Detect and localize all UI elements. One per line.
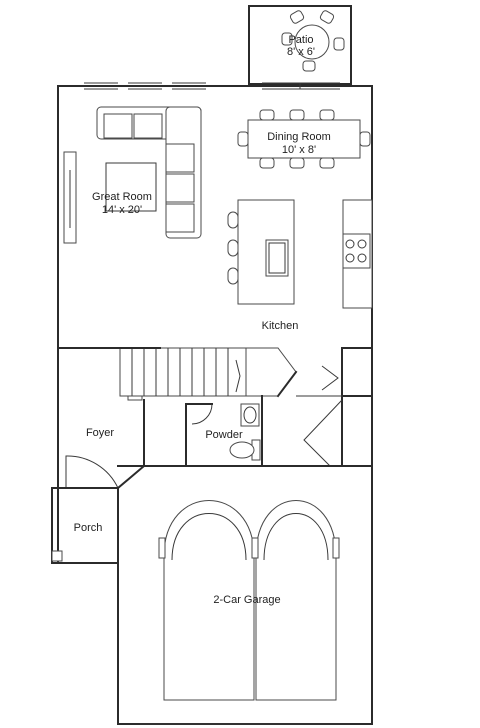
foyer-label: Foyer: [86, 427, 114, 439]
garage: 2-Car Garage: [117, 465, 373, 725]
dining-room: Dining Room 10' x 8': [237, 109, 371, 169]
dining-room-size: 10' x 8': [282, 144, 316, 156]
great-room: Great Room 14' x 20': [63, 106, 202, 244]
patio-size: 8' x 6': [287, 46, 315, 58]
kitchen: Kitchen: [227, 199, 373, 332]
door-swing-icon: [191, 403, 213, 425]
patio-table-icon: [281, 10, 345, 72]
front-door-swing: [65, 455, 119, 489]
car-icon: [158, 500, 260, 701]
kitchen-label: Kitchen: [262, 320, 299, 332]
toilet-icon: [229, 439, 261, 461]
stairs-icon: [57, 347, 297, 401]
range-icon: [342, 233, 371, 269]
dining-table-icon: [237, 109, 371, 169]
patio-label: Patio: [288, 34, 313, 46]
porch: Porch: [51, 487, 119, 564]
garage-label: 2-Car Garage: [213, 594, 280, 606]
interior-walls: [276, 347, 373, 467]
porch-outline: [51, 487, 119, 564]
sink-icon: [265, 239, 289, 277]
powder-room: Powder: [185, 395, 263, 467]
exterior-walls: [57, 82, 373, 725]
sink-icon-powder: [240, 403, 260, 427]
sofa-icon: [96, 106, 202, 239]
powder-label: Powder: [205, 429, 243, 441]
porch-label: Porch: [74, 522, 103, 534]
rug-icon: [105, 162, 157, 212]
stool-icons: [227, 211, 239, 285]
great-room-size: 14' x 20': [102, 204, 142, 216]
great-room-label: Great Room: [92, 191, 152, 203]
patio: Patio 8' x 6': [248, 5, 352, 85]
tv-icon: [63, 151, 77, 244]
car-icon: [251, 500, 340, 701]
dining-room-label: Dining Room: [267, 131, 331, 143]
porch-post-icon: [51, 550, 63, 562]
